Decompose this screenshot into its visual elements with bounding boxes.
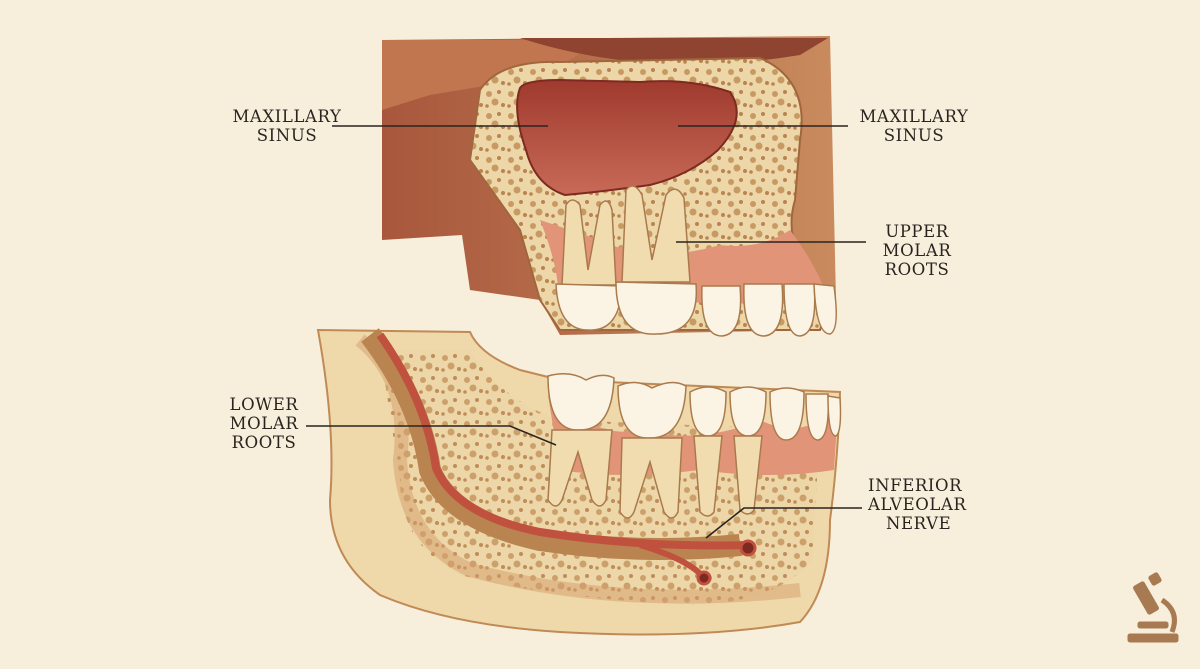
label-maxillary-sinus-left: MAXILLARY SINUS: [232, 107, 342, 145]
lower-molar-2: [617, 381, 687, 519]
label-inferior-alveolar-nerve: INFERIOR ALVEOLAR NERVE: [868, 476, 988, 533]
upper-molar-2: [615, 185, 698, 335]
mandible-cortex-inner: [355, 334, 801, 604]
leader-lines: [306, 125, 866, 539]
cheekbone: [382, 40, 600, 110]
label-line: ROOTS: [884, 260, 950, 279]
label-line: SINUS: [883, 126, 945, 145]
inferior-alveolar-nerve: [376, 332, 749, 550]
label-lower-molar-roots: LOWER MOLAR ROOTS: [222, 395, 306, 452]
label-line: ROOTS: [231, 433, 297, 452]
nerve-foramen: [739, 539, 757, 557]
label-line: INFERIOR: [868, 476, 963, 495]
label-line: SINUS: [256, 126, 318, 145]
maxillary-sinus: [516, 78, 738, 197]
label-line: LOWER: [229, 395, 299, 414]
upper-molar-1: [555, 199, 623, 331]
leader-inferior-alveolar-nerve: [705, 507, 862, 539]
label-upper-molar-roots: UPPER MOLAR ROOTS: [872, 222, 962, 279]
upper-premolar-1: [701, 285, 742, 337]
lower-molar-1: [547, 373, 615, 507]
label-line: ALVEOLAR: [868, 495, 967, 514]
label-line: MOLAR: [882, 241, 952, 260]
leader-lower-molar-roots: [306, 425, 557, 446]
microscope-icon: [1127, 572, 1179, 643]
label-maxillary-sinus-right: MAXILLARY SINUS: [853, 107, 975, 145]
lower-incisor-2: [827, 395, 842, 437]
lower-premolar-1: [689, 386, 727, 517]
label-line: MAXILLARY: [859, 107, 969, 126]
upper-premolar-2: [743, 283, 784, 337]
nerve-foramen-2: [696, 570, 712, 586]
maxilla-section: [382, 36, 837, 337]
lower-premolar-2: [729, 386, 767, 515]
lower-gum: [548, 395, 838, 475]
upper-incisor: [813, 283, 837, 335]
label-line: MOLAR: [229, 414, 299, 433]
label-line: MAXILLARY: [232, 107, 342, 126]
mandible-section: [316, 328, 842, 636]
label-line: UPPER: [885, 222, 949, 241]
label-line: NERVE: [886, 514, 952, 533]
lower-canine: [769, 387, 805, 441]
